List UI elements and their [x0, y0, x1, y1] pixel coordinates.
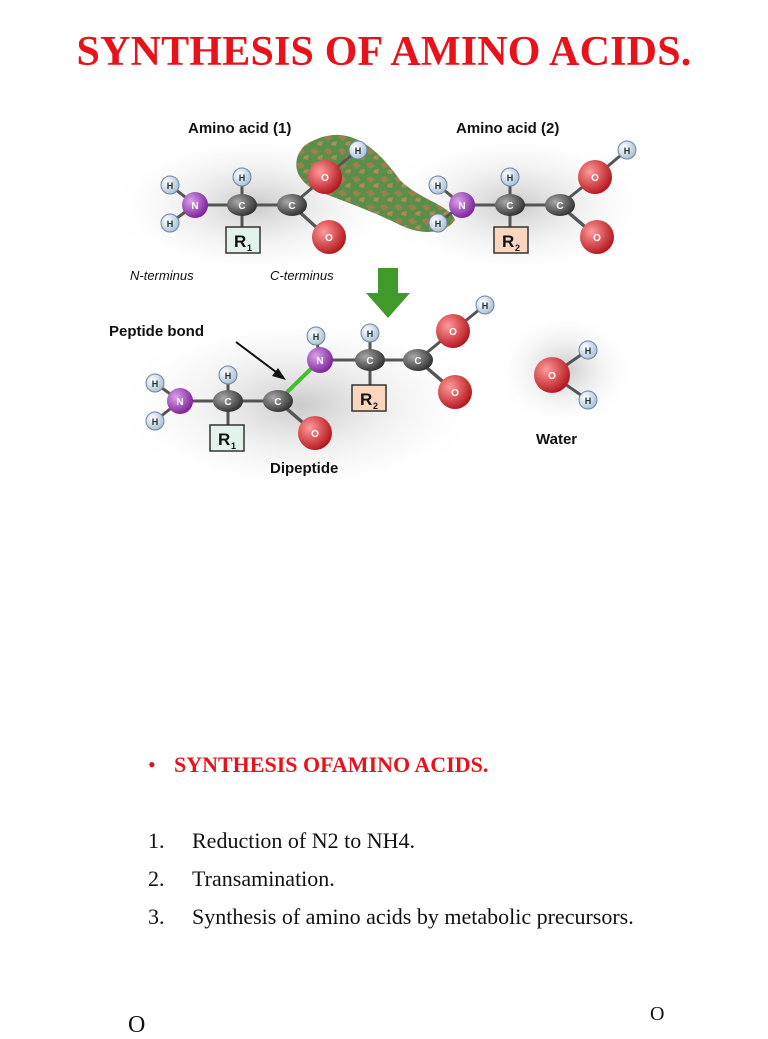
dipeptide-r1-sub: 1 — [231, 441, 236, 451]
cutoff-text-left: O — [128, 1012, 146, 1038]
r1-group-sub: 1 — [247, 243, 252, 253]
svg-text:O: O — [451, 388, 459, 399]
svg-text:C: C — [274, 397, 281, 408]
svg-text:C: C — [238, 201, 245, 212]
list-item: 2. Transamination. — [148, 863, 653, 894]
dipeptide-r1-box — [209, 424, 245, 452]
page-title: SYNTHESIS OF AMINO ACIDS. — [76, 29, 692, 75]
svg-text:O: O — [449, 327, 457, 338]
svg-text:C: C — [366, 356, 373, 367]
svg-text:H: H — [435, 181, 442, 191]
amino-acid-1-atoms: H H N H C C O O H — [160, 140, 368, 254]
svg-text:C: C — [506, 201, 513, 212]
svg-text:H: H — [167, 181, 174, 191]
svg-text:H: H — [239, 173, 246, 183]
svg-text:H: H — [152, 379, 159, 389]
svg-text:N: N — [458, 201, 465, 212]
peptide-bond-pointer — [235, 341, 281, 376]
label-amino-acid-2: Amino acid (2) — [456, 120, 559, 137]
list-item-text: Synthesis of amino acids by metabolic pr… — [192, 904, 634, 929]
reaction-arrow — [366, 268, 410, 318]
svg-text:H: H — [355, 146, 362, 156]
svg-text:H: H — [152, 417, 159, 427]
svg-text:H: H — [225, 371, 232, 381]
list-item-number: 2. — [148, 866, 165, 891]
svg-text:O: O — [311, 429, 319, 440]
svg-text:H: H — [585, 346, 592, 356]
water-molecule: O H H — [534, 340, 598, 410]
steps-list: 1. Reduction of N2 to NH4. 2. Transamina… — [148, 825, 653, 939]
svg-text:O: O — [548, 371, 556, 382]
svg-text:N: N — [176, 397, 183, 408]
svg-text:H: H — [367, 329, 374, 339]
label-dipeptide: Dipeptide — [270, 460, 338, 477]
dipeptide-r2-box — [351, 384, 387, 412]
r2-group-label: R — [502, 232, 514, 251]
section-heading-text: SYNTHESIS OFAMINO ACIDS. — [174, 752, 489, 777]
label-n-terminus: N-terminus — [130, 268, 194, 283]
r2-group-sub: 2 — [515, 243, 520, 253]
svg-text:H: H — [482, 301, 489, 311]
svg-text:C: C — [414, 356, 421, 367]
svg-text:C: C — [556, 201, 563, 212]
label-peptide-bond: Peptide bond — [109, 323, 204, 340]
svg-text:O: O — [321, 173, 329, 184]
svg-text:H: H — [435, 219, 442, 229]
svg-text:H: H — [585, 396, 592, 406]
label-c-terminus: C-terminus — [270, 268, 334, 283]
svg-text:H: H — [624, 146, 631, 156]
cutoff-text-right: O — [650, 1003, 665, 1025]
dipeptide-r2-label: R — [360, 390, 372, 409]
removed-water-highlight — [296, 134, 455, 232]
svg-text:H: H — [313, 332, 320, 342]
svg-text:C: C — [288, 201, 295, 212]
amino-acid-2-atoms: H H N H C C O O H — [428, 140, 637, 254]
section-heading: • SYNTHESIS OFAMINO ACIDS. — [148, 752, 488, 778]
label-water: Water — [536, 431, 577, 448]
label-amino-acid-1: Amino acid (1) — [188, 120, 291, 137]
list-item: 3. Synthesis of amino acids by metabolic… — [148, 901, 653, 932]
dipeptide-r2-sub: 2 — [373, 401, 378, 411]
svg-text:H: H — [167, 219, 174, 229]
svg-text:O: O — [591, 173, 599, 184]
list-item: 1. Reduction of N2 to NH4. — [148, 825, 653, 856]
peptide-bond-arrowhead — [272, 368, 286, 380]
r1-group-box — [225, 226, 261, 254]
svg-text:O: O — [593, 233, 601, 244]
r1-group-label: R — [234, 232, 246, 251]
list-item-text: Transamination. — [192, 866, 335, 891]
bullet-icon: • — [148, 752, 156, 777]
list-item-number: 3. — [148, 904, 165, 929]
svg-text:N: N — [191, 201, 198, 212]
dipeptide-atoms: H H N H C C O H N H C C O O — [145, 295, 495, 450]
r2-group-box — [493, 226, 529, 254]
svg-text:H: H — [507, 173, 514, 183]
list-item-number: 1. — [148, 828, 165, 853]
svg-text:O: O — [325, 233, 333, 244]
dipeptide-r1-label: R — [218, 430, 230, 449]
peptide-bond-diagram: Amino acid (1) Amino acid (2) — [100, 105, 670, 515]
svg-text:N: N — [316, 356, 323, 367]
diagram-canvas: Amino acid (1) Amino acid (2) — [105, 120, 655, 500]
list-item-text: Reduction of N2 to NH4. — [192, 828, 416, 853]
svg-text:C: C — [224, 397, 231, 408]
